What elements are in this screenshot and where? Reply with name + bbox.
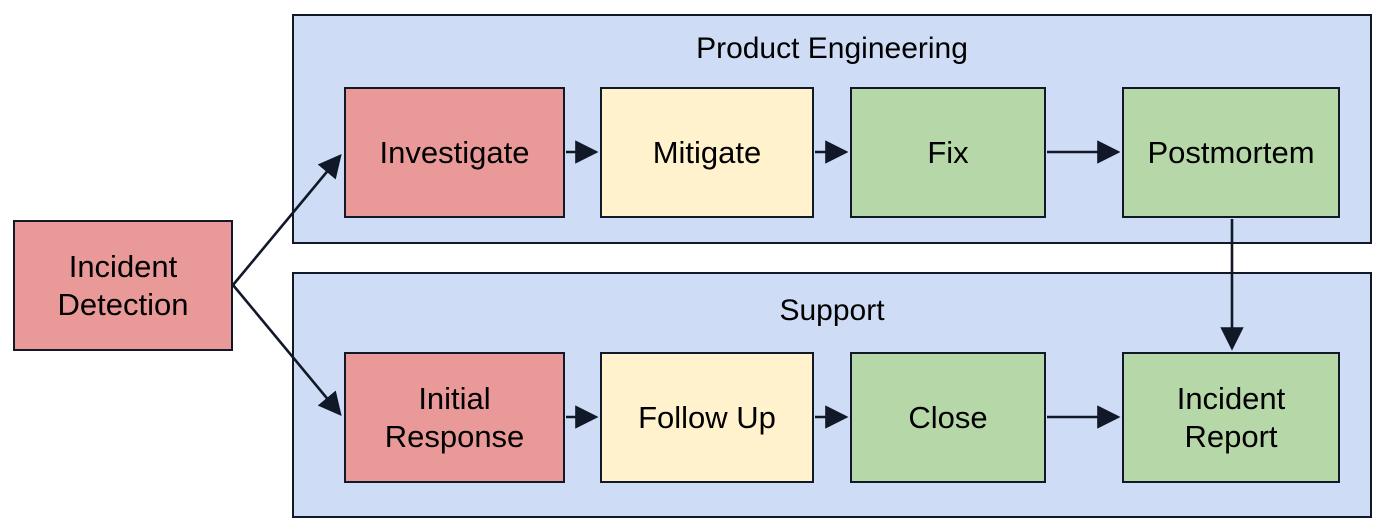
node-label-close: Close <box>908 399 988 435</box>
node-close[interactable]: Close <box>850 352 1046 483</box>
swimlane-title-product-engineering: Product Engineering <box>696 32 968 65</box>
node-label-initial-response: Initial Response <box>384 380 525 454</box>
node-incident-detection[interactable]: Incident Detection <box>13 220 233 351</box>
node-fix[interactable]: Fix <box>850 87 1046 218</box>
swimlane-title-support: Support <box>779 294 885 327</box>
node-label-fix: Fix <box>927 134 969 170</box>
node-label-mitigate: Mitigate <box>652 134 762 170</box>
node-investigate[interactable]: Investigate <box>344 87 565 218</box>
node-label-incident-report: Incident Report <box>1176 380 1286 454</box>
node-mitigate[interactable]: Mitigate <box>600 87 814 218</box>
node-incident-report[interactable]: Incident Report <box>1122 352 1340 483</box>
node-postmortem[interactable]: Postmortem <box>1122 87 1340 218</box>
node-initial-response[interactable]: Initial Response <box>344 352 565 483</box>
node-follow-up[interactable]: Follow Up <box>600 352 814 483</box>
node-label-investigate: Investigate <box>379 134 530 170</box>
node-label-postmortem: Postmortem <box>1147 134 1315 170</box>
node-label-incident-detection: Incident Detection <box>57 248 189 322</box>
node-label-follow-up: Follow Up <box>638 399 776 435</box>
